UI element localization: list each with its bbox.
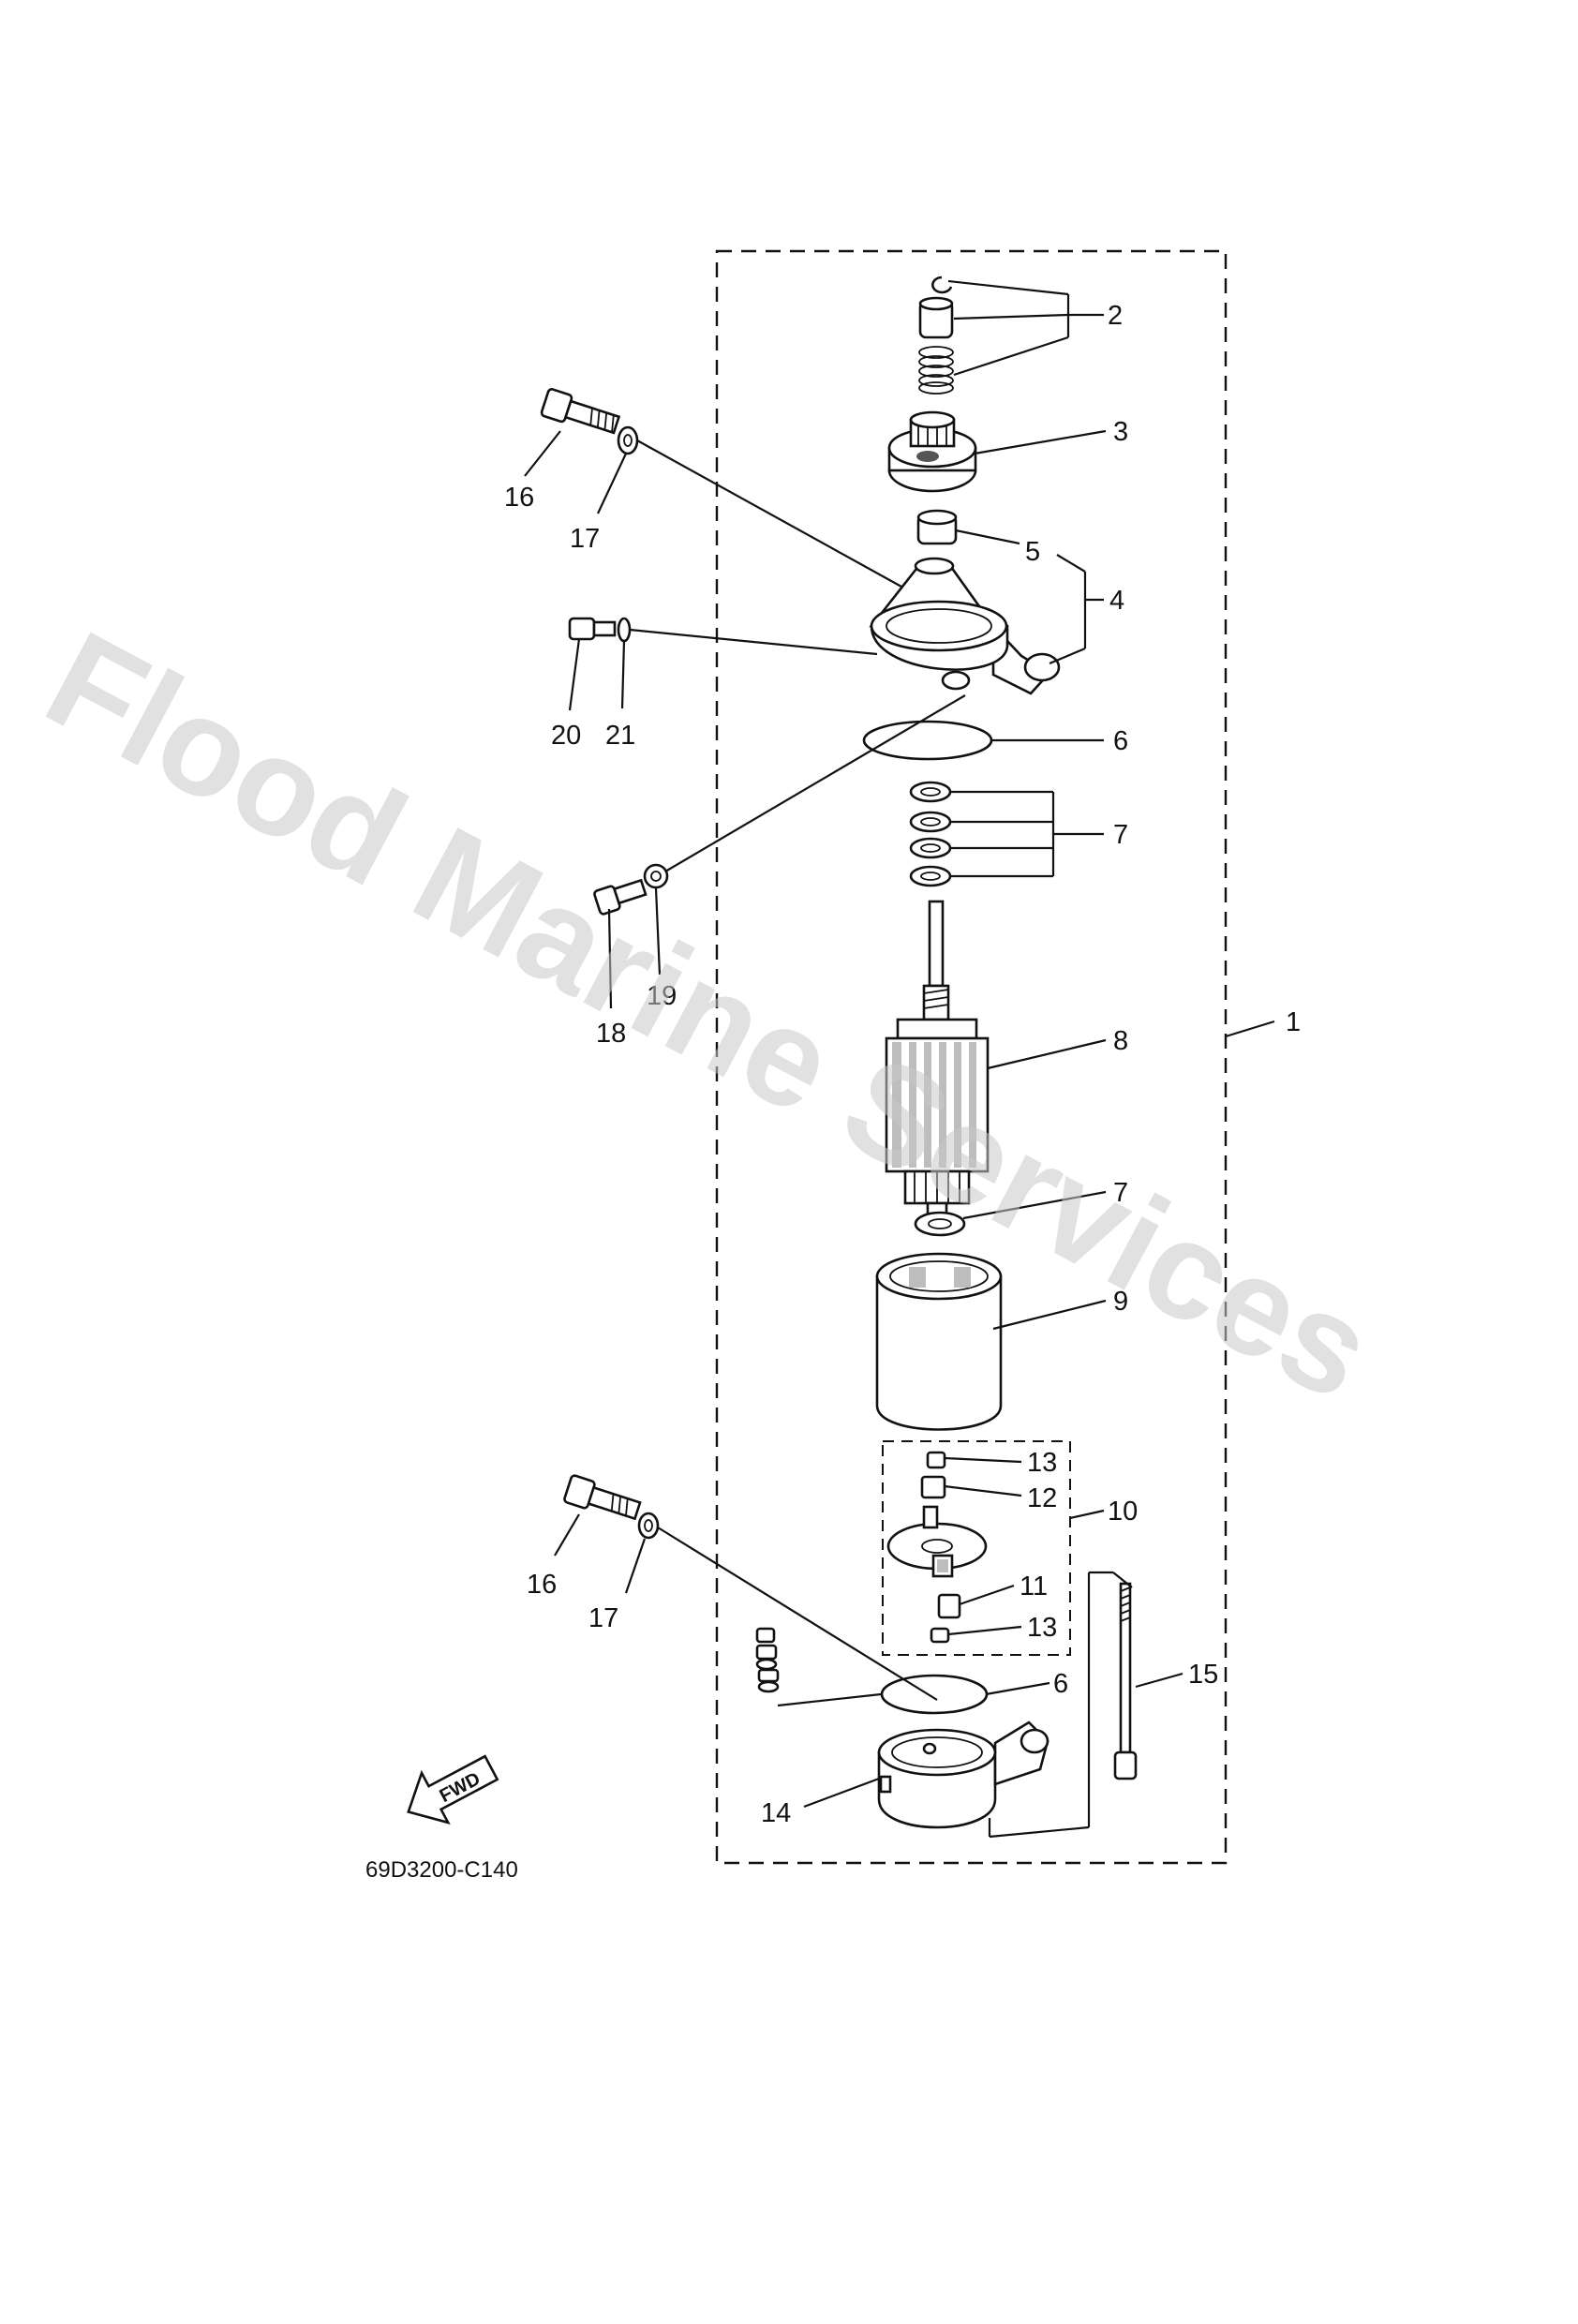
washer-mid-part (643, 863, 669, 889)
through-bolt-part (1113, 1582, 1138, 1780)
yoke-part (875, 1252, 1003, 1431)
watermark-text: Flood Marine Services (23, 603, 1396, 1430)
callout-5: 5 (1025, 537, 1040, 567)
washer-lower-bolt-part (637, 1512, 660, 1540)
callout-3: 3 (1113, 417, 1128, 447)
brush-holder-plate-part (886, 1505, 988, 1578)
rear-bracket-part (877, 1721, 1050, 1829)
callout-11: 11 (1020, 1572, 1048, 1601)
callout-16-upper: 16 (504, 483, 534, 513)
callout-10: 10 (1108, 1497, 1138, 1527)
brush-upper-part (920, 1451, 946, 1499)
diagram-code: 69D3200-C140 (365, 1857, 518, 1883)
lock-washer-part (617, 617, 632, 643)
clip-collar-spring-part (918, 276, 954, 395)
callout-13-upper: 13 (1027, 1448, 1057, 1478)
callout-18: 18 (596, 1019, 626, 1049)
callout-13-lower: 13 (1027, 1613, 1057, 1643)
o-ring-upper-part (862, 720, 993, 761)
bolt-mid-part (593, 878, 648, 916)
callout-17-upper: 17 (570, 524, 600, 554)
washer-set-part (909, 781, 952, 887)
washer-lower-part (914, 1211, 966, 1237)
bolt-lower-part (563, 1474, 642, 1521)
o-ring-lower-part (880, 1674, 989, 1715)
starter-assembly-boundary (715, 249, 1228, 1865)
pinion-gear-part (887, 410, 977, 493)
callout-14: 14 (761, 1798, 791, 1828)
callout-6-upper: 6 (1113, 726, 1128, 756)
callout-12: 12 (1027, 1483, 1057, 1513)
brush-lower-part (930, 1593, 961, 1644)
front-bracket-part (869, 557, 1061, 695)
callout-4: 4 (1109, 586, 1124, 616)
bushing-part (916, 509, 958, 545)
callout-17-lower: 17 (588, 1603, 618, 1633)
callout-9: 9 (1113, 1287, 1128, 1317)
callout-1: 1 (1286, 1007, 1301, 1037)
callout-2: 2 (1108, 301, 1123, 331)
leader-lines (524, 279, 1275, 1839)
screw-part (568, 617, 617, 641)
callout-16-lower: 16 (527, 1570, 557, 1600)
washer-upper-part (617, 425, 639, 455)
forward-arrow-icon: FWD (407, 1754, 499, 1825)
bolt-upper-part (540, 388, 621, 435)
callout-7-upper: 7 (1113, 820, 1128, 850)
callout-20: 20 (551, 721, 581, 751)
callout-15: 15 (1188, 1660, 1218, 1690)
callout-8: 8 (1113, 1026, 1128, 1056)
terminal-nut-stack-part (755, 1627, 780, 1693)
armature-part (885, 900, 990, 1224)
callout-6-lower: 6 (1053, 1669, 1068, 1699)
callout-21: 21 (605, 721, 635, 751)
callout-7-lower: 7 (1113, 1178, 1128, 1208)
callout-19: 19 (647, 981, 677, 1011)
brush-holder-boundary (882, 1440, 1071, 1656)
